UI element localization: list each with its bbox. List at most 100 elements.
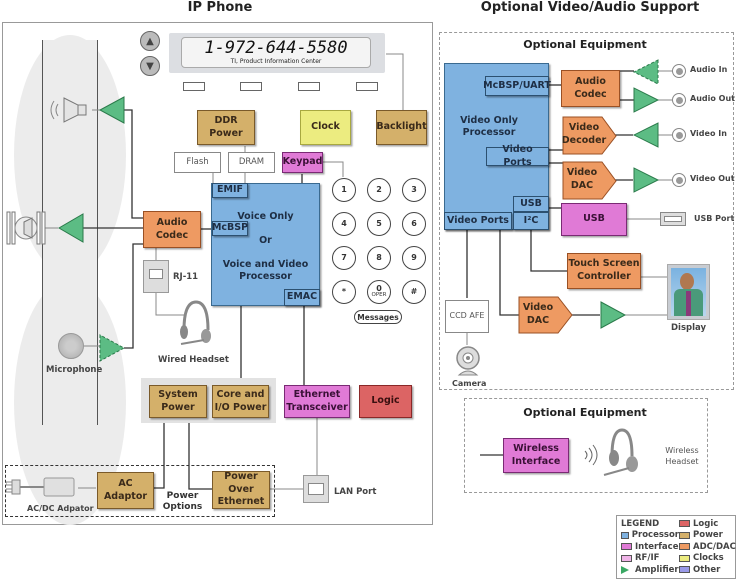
keypad-key[interactable]: 1 xyxy=(332,178,356,202)
video-in-jack-icon xyxy=(672,128,686,142)
video-decoder-shape xyxy=(562,116,617,155)
key-label: 3 xyxy=(411,185,417,194)
mcbsp-uart-block: McBSP/UART xyxy=(483,76,551,96)
keypad-key[interactable]: 7 xyxy=(332,246,356,270)
legend-item: Power xyxy=(679,530,736,542)
soft-key-1[interactable] xyxy=(183,82,205,91)
legend-swatch xyxy=(679,543,690,551)
soft-key-2[interactable] xyxy=(240,82,262,91)
display-icon xyxy=(667,264,710,320)
ethernet-transceiver-block: Ethernet Transceiver xyxy=(284,385,350,418)
audio-out-jack-icon xyxy=(672,93,686,107)
legend-label: Clocks xyxy=(693,553,724,564)
lcd-display: 1-972-644-5580 TI, Product Information C… xyxy=(169,33,385,73)
legend-label: Other xyxy=(693,564,721,575)
legend-swatch xyxy=(621,554,632,562)
legend-item: Processor xyxy=(621,530,679,542)
earpiece-amplifier-icon xyxy=(58,213,84,243)
legend-swatch xyxy=(679,554,690,562)
video-ports-right-block: Video Ports xyxy=(486,144,549,168)
arrow-up-icon: ▲ xyxy=(146,35,154,47)
video-audio-codec-block: Audio Codec xyxy=(561,70,620,107)
key-label: 9 xyxy=(411,253,417,262)
i2c-block: I²C xyxy=(513,212,549,230)
line-syspower-poe xyxy=(188,417,212,490)
ac-adaptor-block: AC Adaptor xyxy=(97,472,154,509)
audio-in-amplifier-icon xyxy=(632,59,659,85)
keypad-key[interactable]: 8 xyxy=(367,246,391,270)
microphone-icon xyxy=(58,333,84,359)
emac-block: EMAC xyxy=(284,289,320,306)
poe-block: Power Over Ethernet xyxy=(212,471,270,509)
earpiece-speaker-icon xyxy=(6,211,46,245)
messages-button[interactable]: Messages xyxy=(354,310,402,324)
voice-processor-block: Voice Only Or Voice and Video Processor xyxy=(211,183,320,306)
video-proc-line-1: Video Only xyxy=(460,115,518,126)
display-label: Display xyxy=(671,323,707,333)
proc-line-1: Voice Only xyxy=(237,211,294,222)
key-sublabel: OPER xyxy=(371,292,387,299)
audio-in-jack-icon xyxy=(672,64,686,78)
legend-item: Logic xyxy=(679,518,736,530)
acdc-adaptor-label: AC/DC Adpator xyxy=(27,504,94,513)
legend-swatch xyxy=(679,520,690,528)
key-label: 4 xyxy=(341,219,347,228)
legend-item: Amplifier xyxy=(621,564,679,576)
touch-screen-controller-block: Touch Screen Controller xyxy=(567,253,641,289)
video-dac-top-shape xyxy=(562,161,617,200)
video-ports-bottom-block: Video Ports xyxy=(444,212,512,230)
video-decoder-label: Video Decoder xyxy=(561,122,607,146)
keypad-key[interactable]: 6 xyxy=(402,212,426,236)
keypad-key[interactable]: 2 xyxy=(367,178,391,202)
soft-key-3[interactable] xyxy=(298,82,320,91)
legend-title: LEGEND xyxy=(621,518,660,529)
video-in-label: Video In xyxy=(690,129,727,138)
line-i2c-touch xyxy=(530,230,567,272)
wired-headset-icon xyxy=(180,300,211,345)
ddr-power-block: DDR Power xyxy=(197,110,255,145)
video-out-label: Video Out xyxy=(690,174,735,183)
keypad-key[interactable]: * xyxy=(332,280,356,304)
audio-out-amplifier-icon xyxy=(633,87,660,113)
keypad-key[interactable]: 5 xyxy=(367,212,391,236)
wireless-interface-block: Wireless Interface xyxy=(503,438,569,473)
proc-line-3: Voice and Video xyxy=(222,259,309,270)
optional-equipment-bottom-title: Optional Equipment xyxy=(523,406,647,419)
line-syspower-ac xyxy=(154,417,165,489)
keypad-key[interactable]: 4 xyxy=(332,212,356,236)
legend-label: Interface xyxy=(635,541,679,552)
ip-phone-title: IP Phone xyxy=(187,0,253,15)
key-label: 8 xyxy=(376,253,382,262)
system-power-block: System Power xyxy=(149,385,207,418)
wireless-headset-icon xyxy=(603,428,638,476)
video-out-amplifier-icon xyxy=(633,167,660,193)
keypad-key[interactable]: 3 xyxy=(402,178,426,202)
usb-port-block: USB xyxy=(513,196,549,212)
core-io-power-block: Core and I/O Power xyxy=(212,385,269,418)
legend-swatch xyxy=(621,531,629,539)
key-label: 6 xyxy=(411,219,417,228)
ip-phone-frame xyxy=(2,22,433,525)
soft-key-4[interactable] xyxy=(356,82,378,91)
video-dac-top-label: Video DAC xyxy=(566,167,598,191)
speaker-amplifier-icon xyxy=(98,96,125,124)
video-dac-bottom-shape xyxy=(518,296,573,334)
legend-item: RF/IF xyxy=(621,553,679,565)
video-proc-line-2: Processor xyxy=(462,127,516,138)
legend-item: Other xyxy=(679,564,736,576)
emif-block: EMIF xyxy=(212,183,248,198)
optional-video-audio-title: Optional Video/Audio Support xyxy=(480,0,700,15)
video-in-amplifier-icon xyxy=(632,122,659,148)
key-label: 1 xyxy=(341,185,347,194)
keypad-block: Keypad xyxy=(282,152,323,173)
keypad-key[interactable]: 9 xyxy=(402,246,426,270)
keypad-key[interactable]: # xyxy=(402,280,426,304)
scroll-down-button[interactable]: ▼ xyxy=(140,56,160,76)
amplifier-swatch-icon xyxy=(621,565,629,574)
wireless-signal-icon xyxy=(584,444,598,466)
wired-headset-label: Wired Headset xyxy=(158,355,229,365)
optional-equipment-top-title: Optional Equipment xyxy=(523,38,647,51)
scroll-up-button[interactable]: ▲ xyxy=(140,31,160,51)
power-options-label: Power Options xyxy=(162,491,203,513)
